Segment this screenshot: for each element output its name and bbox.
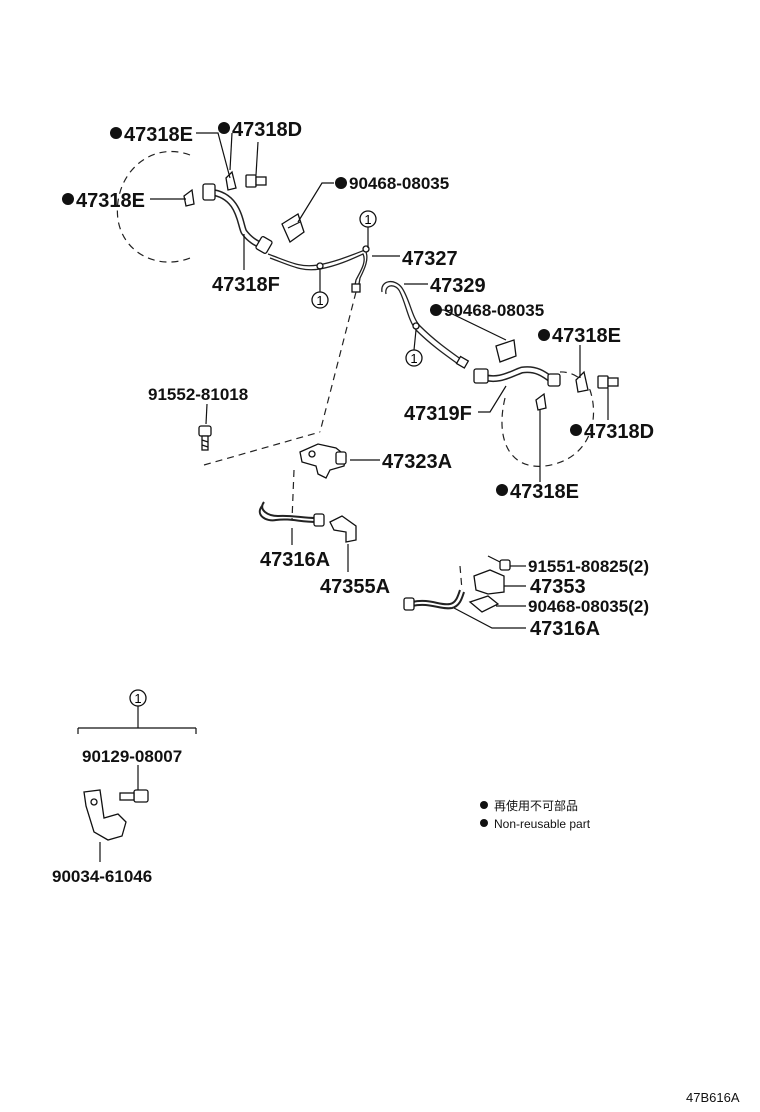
callout-1-top: 1: [359, 210, 377, 228]
clip-90468-right: [495, 339, 517, 363]
right-bolt-47318D: [597, 375, 619, 389]
label-90468-a: 90468-08035: [349, 174, 449, 193]
svg-text:1: 1: [410, 351, 417, 366]
label-90468-c: 90468-08035(2): [528, 597, 649, 616]
bolt-91552: [198, 425, 212, 451]
legend-jp: 再使用不可部品: [494, 798, 578, 813]
left-drum-outline: [116, 150, 191, 263]
bolt-91551: [487, 555, 511, 571]
brake-tube-47327: [267, 245, 370, 293]
label-47318E-a: 47318E: [124, 124, 193, 146]
nonreusable-dot-5: [430, 304, 442, 316]
bracket-90034: [83, 789, 127, 841]
junction-47323A: [299, 443, 347, 479]
label-47318E-b: 47318E: [76, 190, 145, 212]
nonreusable-dot-1: [110, 127, 122, 139]
svg-text:1: 1: [134, 691, 141, 706]
label-47316A-b: 47316A: [530, 618, 600, 640]
left-flex-hose: [202, 183, 273, 254]
label-47355A: 47355A: [320, 576, 390, 598]
label-47316A-a: 47316A: [260, 549, 330, 571]
right-clip-47318E-upper: [575, 370, 589, 393]
label-90468-b: 90468-08035: [444, 301, 544, 320]
label-47329: 47329: [430, 275, 486, 297]
bracket-47355A: [329, 515, 357, 543]
label-90034: 90034-61046: [52, 867, 152, 886]
assembly-line-1: [203, 431, 321, 466]
right-drum-outline: [501, 371, 595, 467]
left-bolt-47318D: [245, 174, 267, 188]
flex-hose-47316A-right: [403, 565, 465, 611]
bolt-90129: [119, 789, 149, 803]
label-47318D-a: 47318D: [232, 119, 302, 141]
label-91552: 91552-81018: [148, 385, 248, 404]
svg-text:1: 1: [364, 212, 371, 227]
nonreusable-dot-8: [496, 484, 508, 496]
left-clip-47318E-upper: [225, 170, 237, 191]
right-flex-hose: [473, 366, 561, 387]
label-47353: 47353: [530, 576, 586, 598]
flex-hose-47316A-left: [258, 501, 325, 527]
right-clip-47318E-lower: [535, 392, 547, 411]
svg-text:1: 1: [316, 293, 323, 308]
label-47327: 47327: [402, 248, 458, 270]
legend: 再使用不可部品 Non-reusable part: [480, 798, 591, 831]
nonreusable-dot-2: [218, 122, 230, 134]
label-47318F: 47318F: [212, 274, 280, 296]
bracket-47353: [473, 569, 505, 595]
nonreusable-dot-3: [62, 193, 74, 205]
legend-en: Non-reusable part: [494, 817, 591, 831]
label-47319F: 47319F: [404, 403, 472, 425]
callout-1-mid: 1: [405, 349, 423, 367]
nonreusable-dot-4: [335, 177, 347, 189]
nonreusable-dot-6: [538, 329, 550, 341]
assembly-line-3: [291, 469, 295, 521]
left-clip-47318E-lower: [183, 188, 195, 207]
label-47318E-d: 47318E: [510, 481, 579, 503]
callout-1-group: 1: [129, 689, 147, 707]
label-90129: 90129-08007: [82, 747, 182, 766]
ref-code: 47B616A: [686, 1090, 740, 1105]
brake-tube-47329: [381, 281, 470, 369]
label-91551: 91551-80825(2): [528, 557, 649, 576]
nonreusable-dot-7: [570, 424, 582, 436]
label-47323A: 47323A: [382, 451, 452, 473]
callout-1-left: 1: [311, 291, 329, 309]
label-47318D-b: 47318D: [584, 421, 654, 443]
label-47318E-c: 47318E: [552, 325, 621, 347]
clip-90468-lower: [468, 595, 500, 613]
assembly-line-2: [319, 291, 357, 433]
